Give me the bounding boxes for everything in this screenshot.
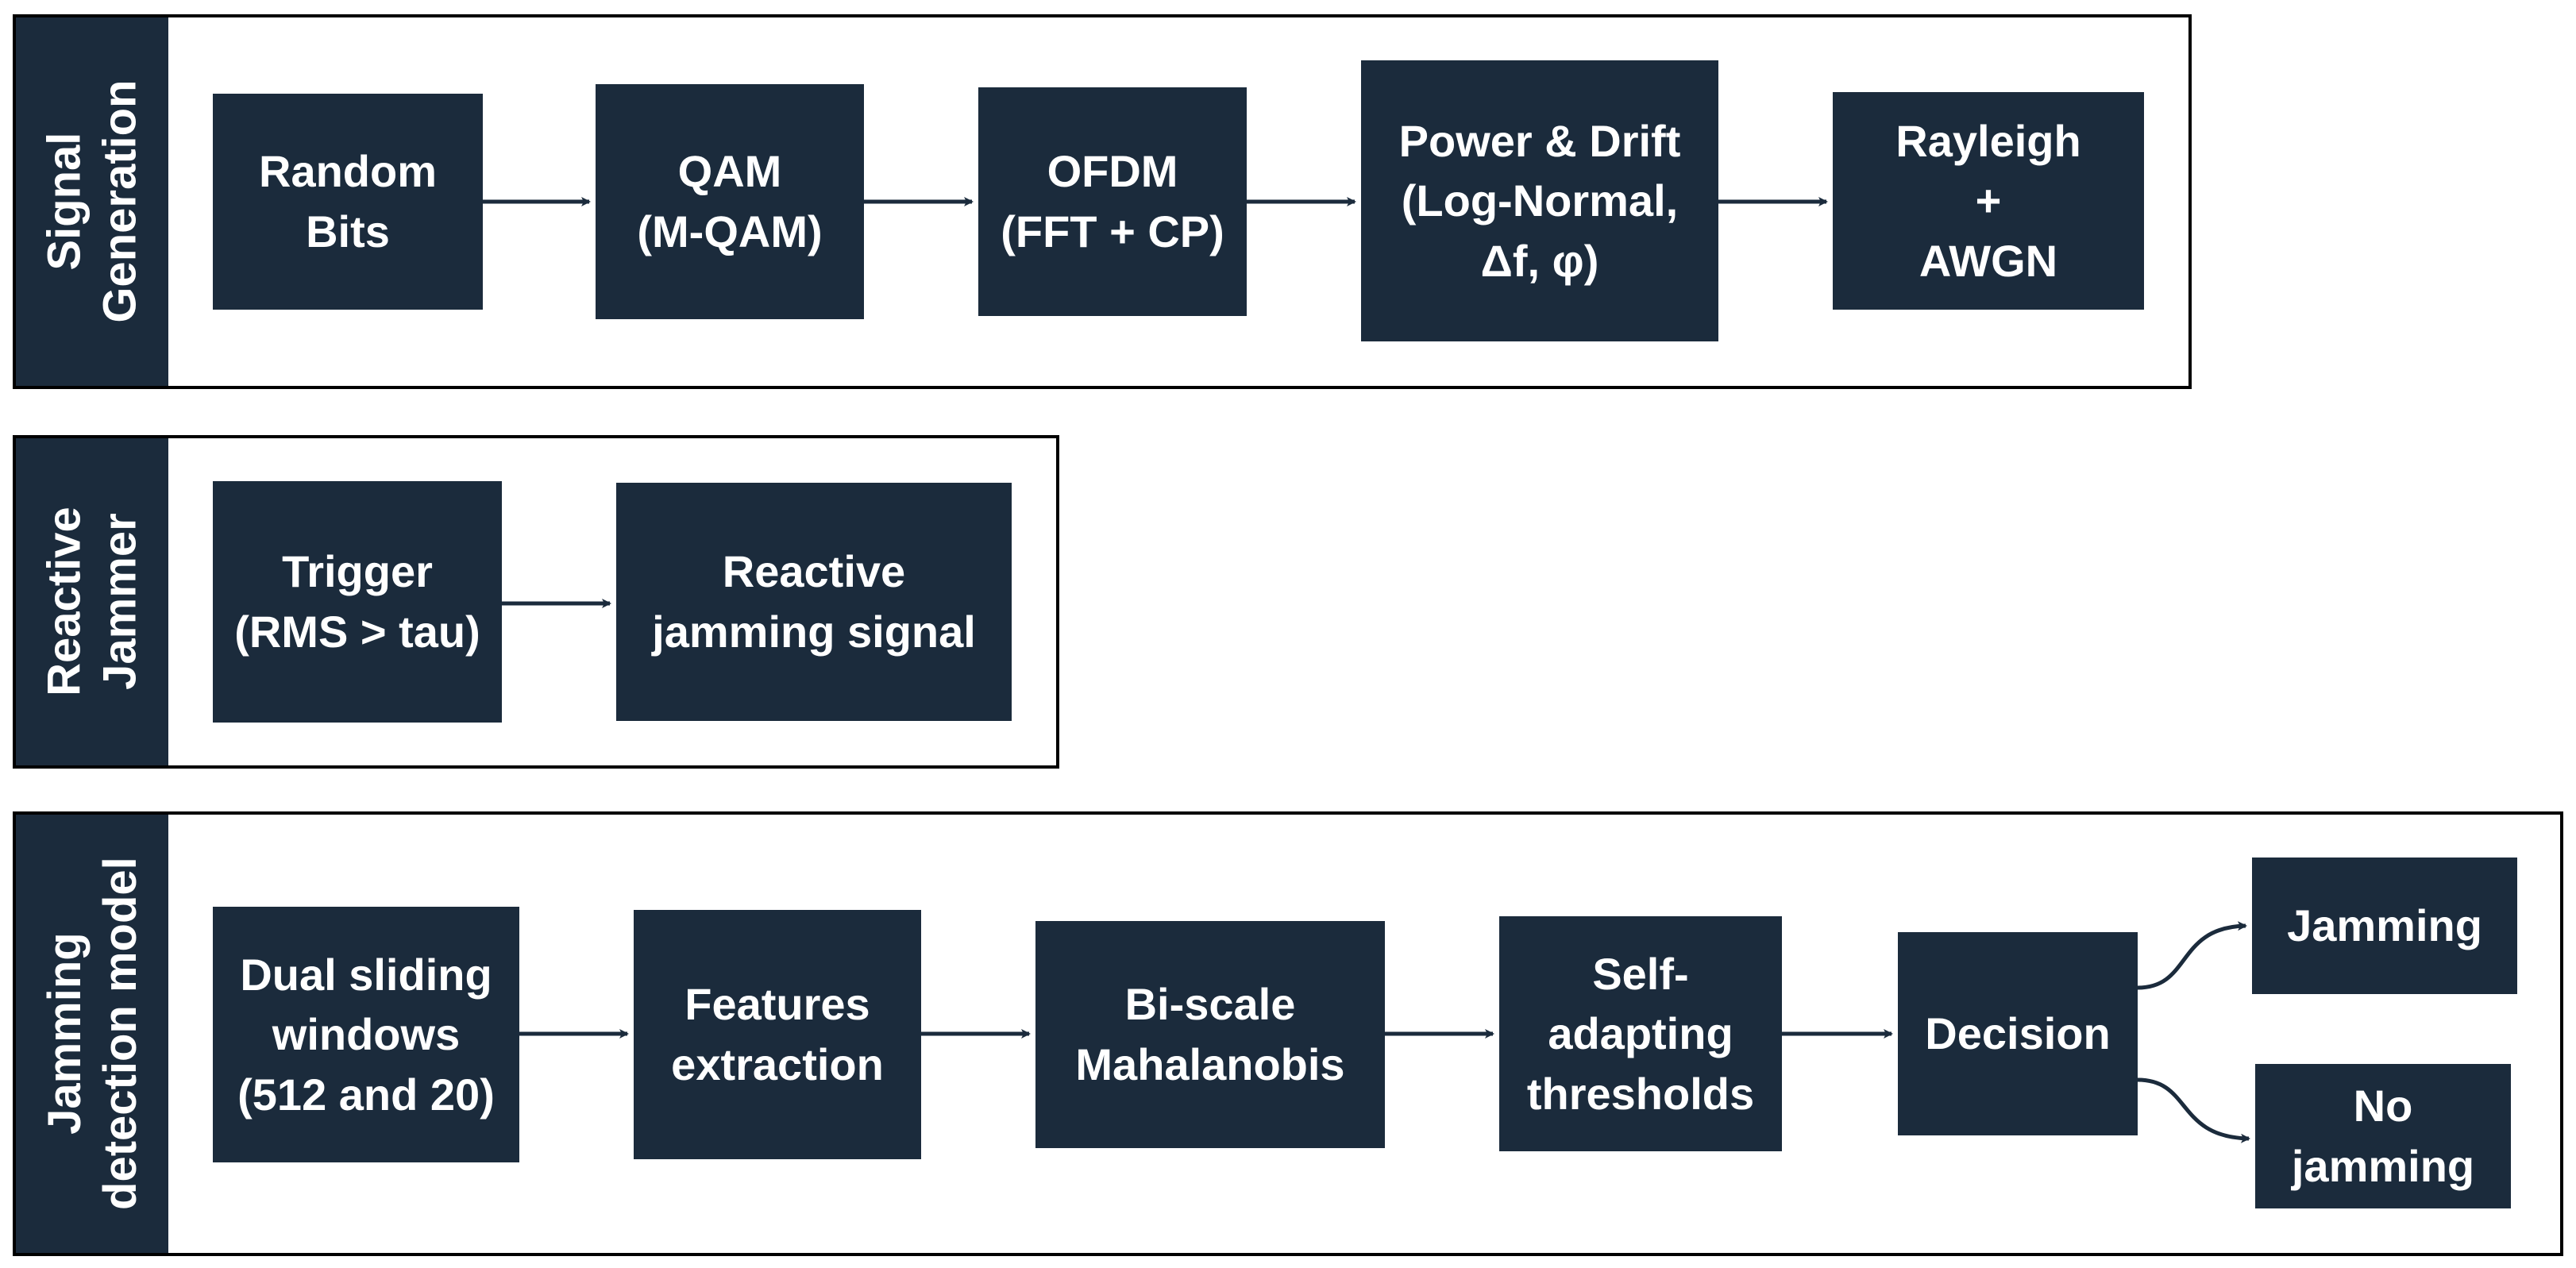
qam-block: QAM (M-QAM) — [596, 84, 864, 319]
bi-scale-mahalanobis-block: Bi-scale Mahalanobis — [1035, 921, 1385, 1148]
trigger-block: Trigger (RMS > tau) — [213, 481, 502, 723]
dual-sliding-windows-block: Dual sliding windows (512 and 20) — [213, 907, 519, 1162]
signal-generation-label-bar: Signal Generation — [16, 17, 168, 386]
random-bits-block: Random Bits — [213, 94, 483, 310]
rayleigh-awgn-block: Rayleigh + AWGN — [1833, 92, 2144, 310]
arrow-decision-to-no-jamming — [2137, 1077, 2250, 1143]
self-adapting-thresholds-block: Self- adapting thresholds — [1499, 916, 1782, 1151]
arrow-decision-to-jamming — [2137, 921, 2247, 990]
jamming-detection-label-bar: Jamming detection model — [16, 815, 168, 1253]
power-drift-block: Power & Drift (Log-Normal, Δf, φ) — [1361, 60, 1718, 341]
jamming-outcome-block: Jamming — [2252, 858, 2517, 994]
reactive-jammer-label-bar: Reactive Jammer — [16, 438, 168, 765]
decision-block: Decision — [1898, 932, 2138, 1135]
ofdm-block: OFDM (FFT + CP) — [978, 87, 1247, 316]
features-extraction-block: Features extraction — [634, 910, 921, 1159]
no-jamming-outcome-block: No jamming — [2255, 1064, 2511, 1208]
reactive-jamming-signal-block: Reactive jamming signal — [616, 483, 1012, 721]
